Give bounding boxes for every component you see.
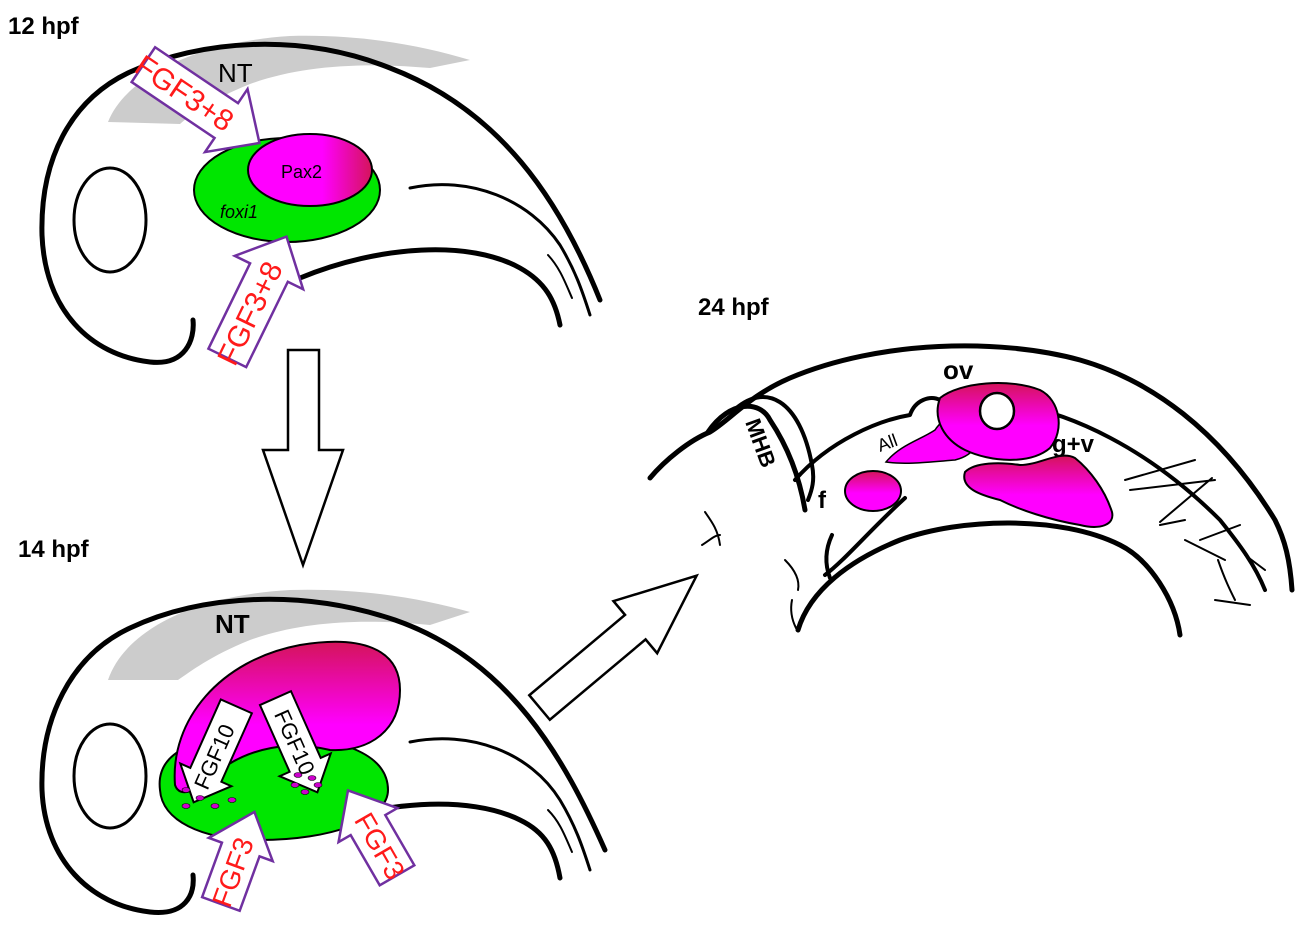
eye-12hpf	[74, 168, 146, 272]
transition-arrow-down	[263, 350, 343, 565]
transition-arrow-diagonal	[518, 550, 719, 734]
gv-label: g+v	[1052, 431, 1095, 458]
stage-label-12hpf: 12 hpf	[8, 13, 80, 40]
body-inner-12hpf	[300, 250, 560, 325]
somites-24hpf	[1125, 460, 1265, 605]
ov-label: ov	[943, 355, 974, 385]
embryo-12hpf: NT Pax2 foxi1 FGF3+8 FGF3+8	[42, 30, 600, 379]
jaw-line-24hpf	[785, 560, 798, 590]
front-tick-24hpf	[702, 512, 720, 545]
ventral-outline-24hpf	[798, 523, 1180, 635]
embryo-24hpf: MHB ov All g+v f	[650, 346, 1292, 635]
pax2-label: Pax2	[281, 162, 322, 182]
f-label: f	[818, 487, 827, 514]
nt-label-12hpf: NT	[218, 58, 253, 88]
jaw-line2-24hpf	[791, 600, 796, 628]
f-domain	[845, 471, 901, 511]
nt-label-14hpf: NT	[215, 609, 250, 639]
otic-lumen	[980, 393, 1014, 429]
foxi1-label: foxi1	[220, 202, 258, 222]
eye-14hpf	[74, 724, 146, 828]
gv-domain	[964, 456, 1112, 527]
stage-label-24hpf: 24 hpf	[698, 294, 770, 321]
embryo-14hpf: NT FGF10 FGF10 FGF3	[42, 590, 605, 918]
stage-label-14hpf: 14 hpf	[18, 536, 90, 563]
